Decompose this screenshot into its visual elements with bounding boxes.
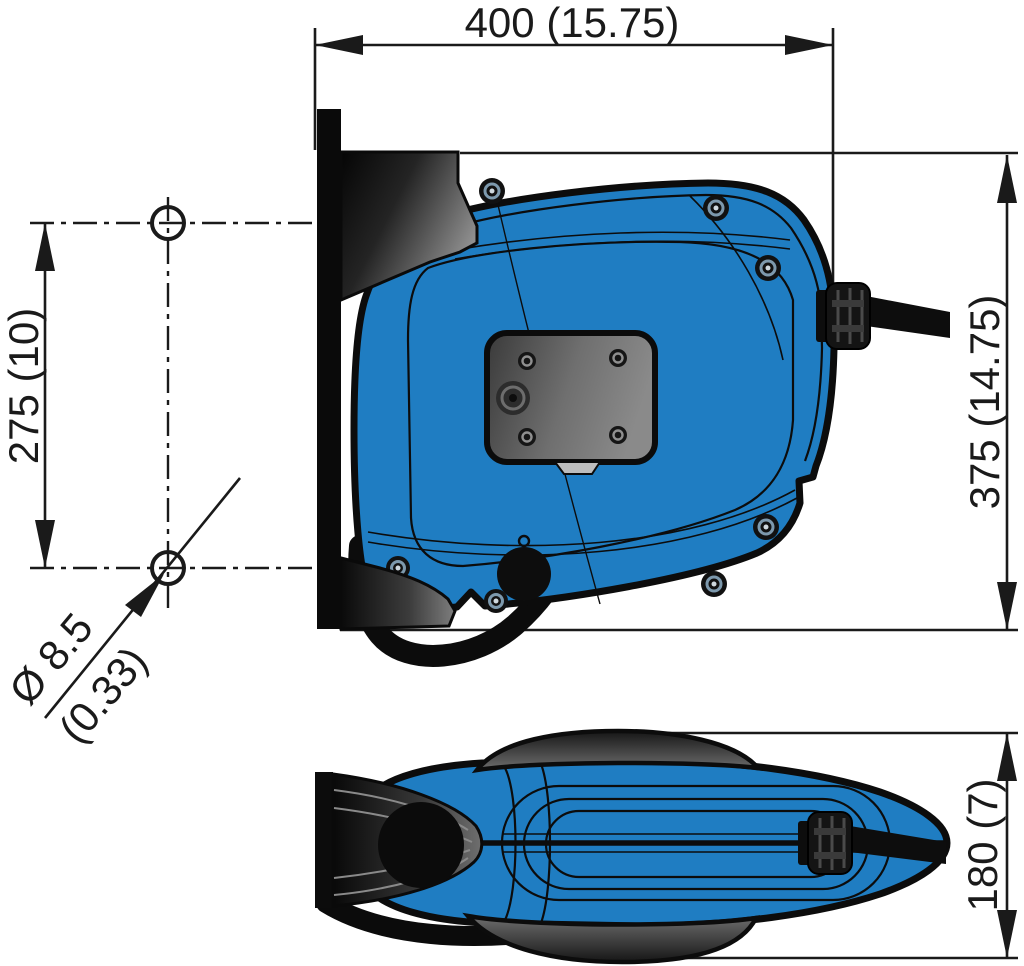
screw-icon xyxy=(701,571,727,597)
arrow-down-icon xyxy=(997,910,1017,958)
leader-arrow-icon xyxy=(125,574,164,617)
hose-outlet-side xyxy=(816,282,950,350)
hose-outlet-bottom xyxy=(798,811,946,875)
arrow-down-icon xyxy=(997,582,1017,630)
arrow-up-icon xyxy=(35,223,55,271)
bottom-view xyxy=(315,728,951,965)
mount-hole-bottom xyxy=(150,550,186,586)
side-view xyxy=(317,109,950,667)
box-cable-exit xyxy=(553,461,602,475)
dim-depth xyxy=(612,731,1018,960)
hose-stub xyxy=(866,296,950,338)
pilot-hole xyxy=(517,534,531,548)
screw-icon xyxy=(703,195,729,221)
box-screws xyxy=(518,349,627,446)
mount-hole-top xyxy=(150,205,186,241)
dim-mount-spacing-label: 275 (10) xyxy=(0,308,47,464)
arrow-up-icon xyxy=(997,733,1017,781)
screw-icon xyxy=(753,514,779,540)
arrow-right-icon xyxy=(785,35,833,55)
hose-stub xyxy=(850,826,946,864)
arrow-left-icon xyxy=(315,35,363,55)
screw-icon xyxy=(755,255,781,281)
arrow-up-icon xyxy=(997,155,1017,203)
bracket-arm-lower xyxy=(339,556,457,631)
terminal-box xyxy=(484,330,658,475)
latch-hole xyxy=(497,547,551,601)
dim-height xyxy=(340,151,1018,632)
cable-gland-boss xyxy=(496,381,530,415)
hose-opening xyxy=(378,802,464,888)
bracket-arm-upper xyxy=(339,150,479,303)
arrow-down-icon xyxy=(35,520,55,568)
wall-plate xyxy=(317,109,341,629)
dim-width-label: 400 (15.75) xyxy=(465,0,680,46)
dim-depth-label: 180 (7) xyxy=(959,778,1006,911)
drum-edge-bottom xyxy=(462,912,760,965)
dim-mount-spacing xyxy=(30,197,333,719)
dim-height-label: 375 (14.75) xyxy=(961,295,1008,510)
body-screws xyxy=(385,178,781,613)
wall-plate-top-view xyxy=(315,772,333,908)
screw-icon xyxy=(484,589,508,613)
center-lines xyxy=(30,197,333,614)
screw-icon xyxy=(479,178,505,204)
drum-edge-top xyxy=(471,728,764,774)
